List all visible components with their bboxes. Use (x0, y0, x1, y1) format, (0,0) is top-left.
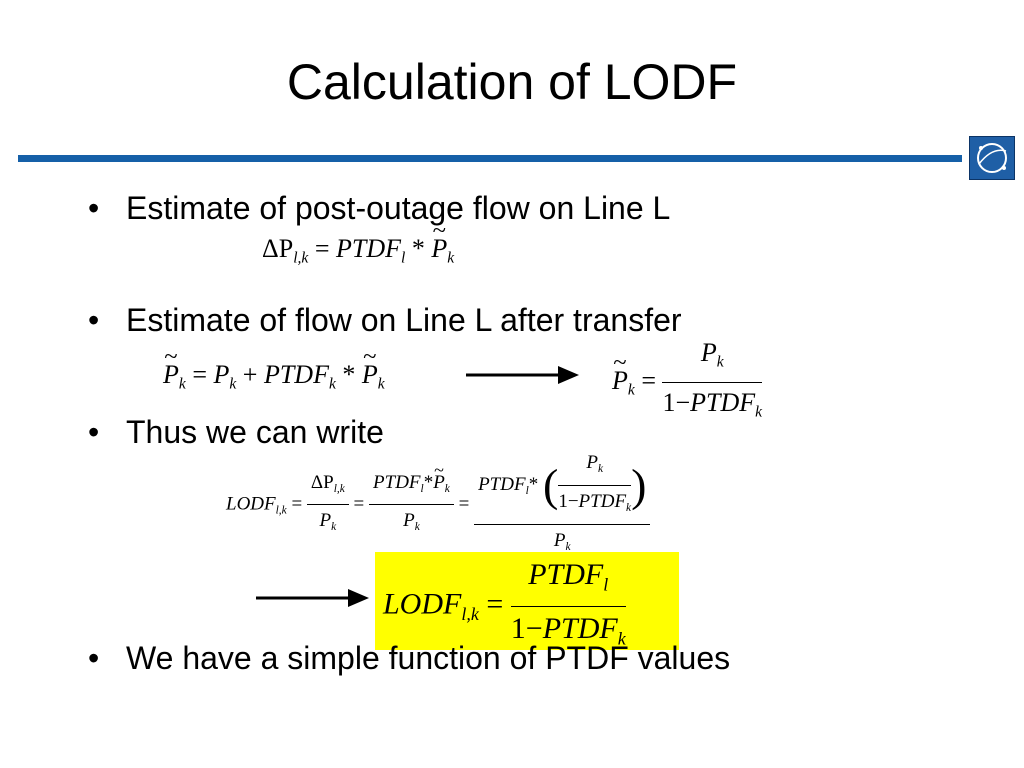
logo-icon (969, 136, 1015, 180)
result-highlight (375, 552, 679, 650)
equation-lodf-result: LODFl,k = PTDFl 1−PTDFk (383, 556, 626, 658)
equation-lodf-derivation: LODFl,k = ΔPl,k Pk = PTDFl*Pk Pk = PTDFl… (226, 450, 651, 560)
bullet-item-3: • Thus we can write (88, 412, 384, 452)
fraction: PTDFl 1−PTDFk (510, 558, 626, 649)
slide-title: Calculation of LODF (286, 54, 738, 110)
equation-delta-flow: ΔPl,k = PTDFl * Pk (262, 214, 454, 275)
fraction: Pk 1−PTDFk (558, 452, 632, 514)
bullet-item-4: • We have a simple function of PTDF value… (88, 638, 730, 678)
equation-transfer: Pk = Pk + PTDFk * Pk (163, 340, 385, 401)
bullet-dot: • (88, 190, 100, 226)
bullet-text: We have a simple function of PTDF values (126, 640, 731, 676)
bullet-dot: • (88, 640, 100, 676)
title-rule (18, 155, 962, 162)
fraction: PTDFl* ( Pk 1−PTDFk ) Pk (474, 450, 651, 560)
right-arrow-icon (466, 366, 579, 384)
bullet-item-1: • Estimate of post-outage flow on Line L (88, 188, 670, 228)
bullet-text: Estimate of flow on Line L after transfe… (126, 302, 682, 338)
fraction: PTDFl*Pk Pk (369, 457, 454, 541)
equation-ptilde-solved: Pk = Pk 1−PTDFk (612, 336, 763, 430)
bullet-text: Thus we can write (126, 414, 384, 450)
fraction: Pk 1−PTDFk (662, 338, 763, 421)
fraction: ΔPl,k Pk (306, 470, 349, 541)
bullet-text: Estimate of post-outage flow on Line L (126, 190, 671, 226)
bullet-dot: • (88, 414, 100, 450)
right-arrow-icon (256, 589, 369, 607)
bullet-item-2: • Estimate of flow on Line L after transf… (88, 300, 682, 340)
bullet-dot: • (88, 302, 100, 338)
